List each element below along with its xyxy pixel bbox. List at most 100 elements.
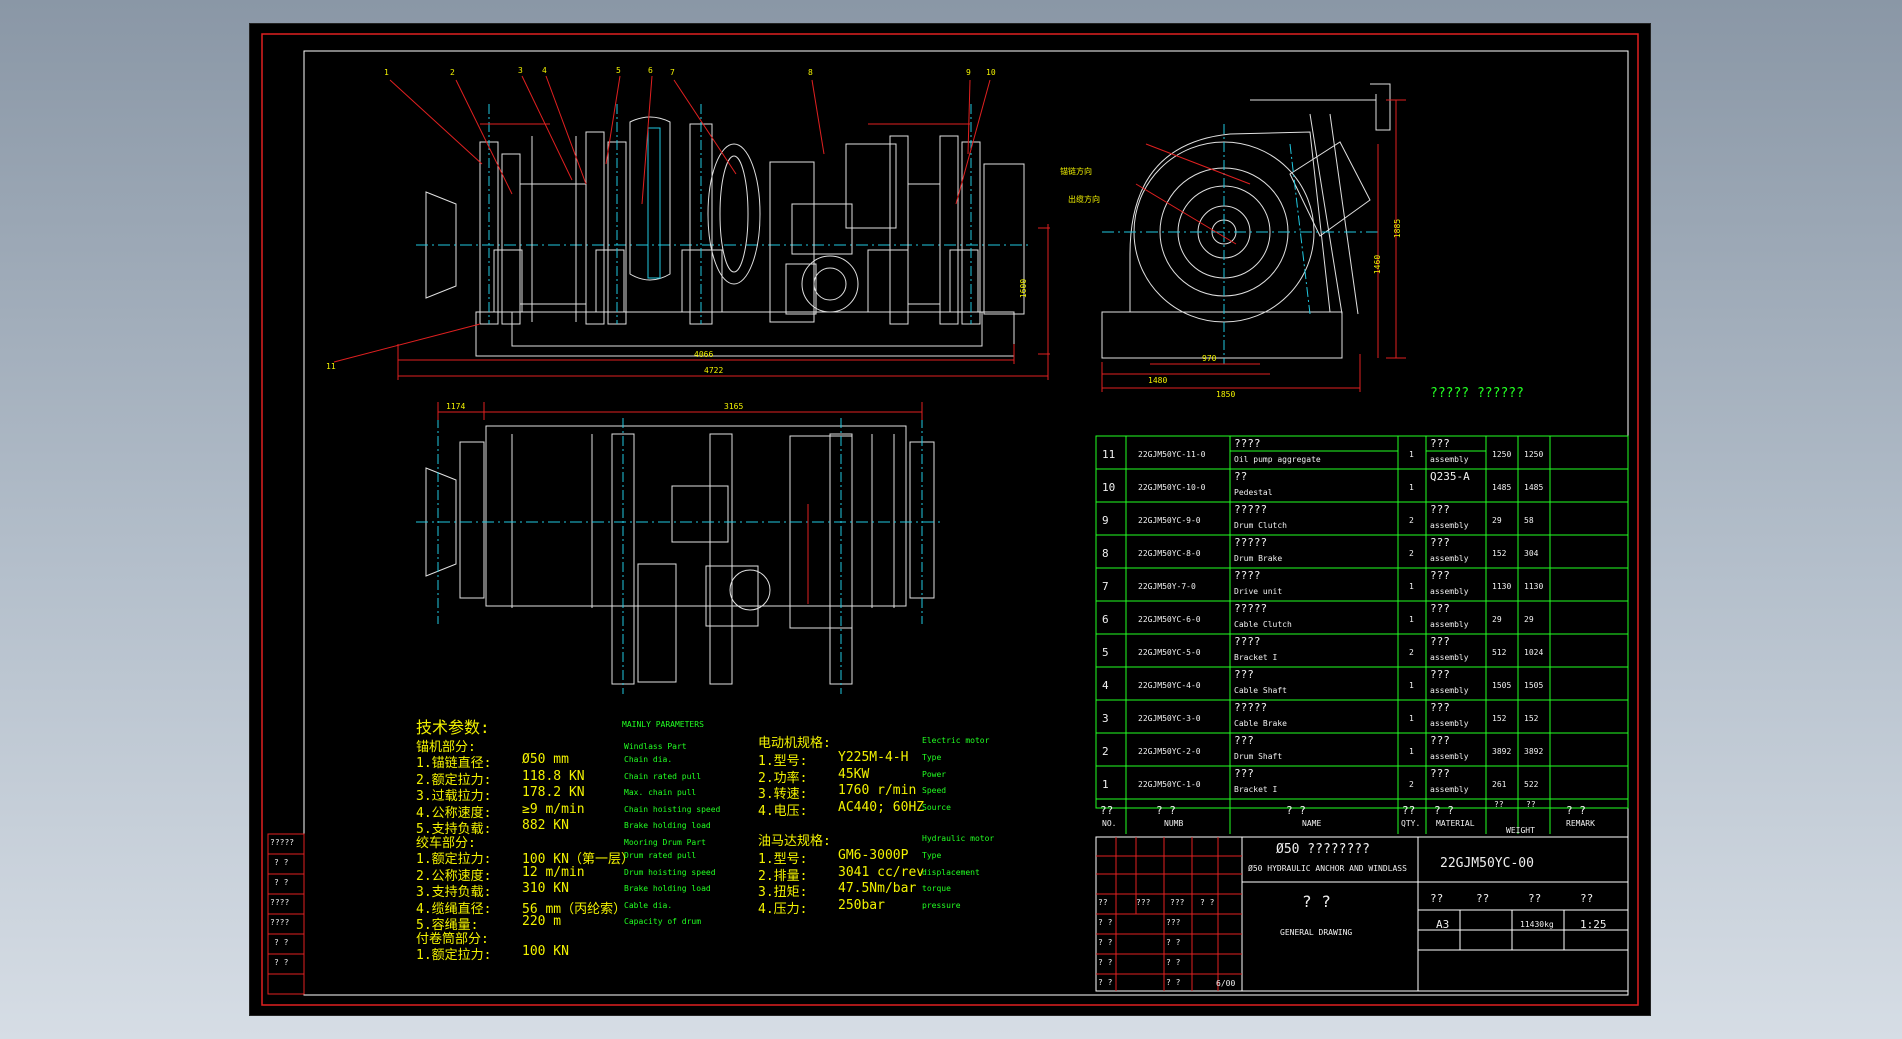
stamp-label: ? ? xyxy=(274,938,289,947)
spec-value: AC440; 60HZ xyxy=(838,799,925,815)
bom-row-total-weight: 304 xyxy=(1524,549,1539,558)
approval-label: ?? xyxy=(1098,898,1108,907)
bom-row-name-cn: ??? xyxy=(1234,767,1254,780)
approval-label: ? ? xyxy=(1200,898,1215,907)
spec-value: 3041 cc/rev xyxy=(838,864,925,880)
spec-label: 5.支持负载: xyxy=(416,822,492,837)
bom-row-code: 22GJM50YC-1-0 xyxy=(1138,780,1201,789)
spec-value: 310 KN xyxy=(522,881,569,896)
signoff-label: ? ? xyxy=(1098,918,1113,927)
bom-row-material-cn: ??? xyxy=(1430,569,1450,582)
bom-row-unit-weight: 152 xyxy=(1492,714,1507,723)
bom-row-no: 7 xyxy=(1102,580,1109,593)
bom-row-no: 8 xyxy=(1102,547,1109,560)
bom-row-name-en: Drive unit xyxy=(1234,587,1283,596)
spec-label: 4.电压: xyxy=(758,803,808,819)
spec-label: 1.型号: xyxy=(758,852,808,867)
spec-value: 220 m xyxy=(522,914,562,929)
bom-row-unit-weight: 29 xyxy=(1492,615,1502,624)
bom-row-unit-weight: 1250 xyxy=(1492,450,1512,459)
bom-row-material-cn: ??? xyxy=(1430,668,1450,681)
bom-row-material-en: assembly xyxy=(1430,587,1469,596)
bom-row-unit-weight: 152 xyxy=(1492,549,1507,558)
drawing-scale: 1:25 xyxy=(1580,918,1607,931)
bom-row-total-weight: 58 xyxy=(1524,516,1534,525)
bom-row-no: 3 xyxy=(1102,712,1109,725)
bom-row-code: 22GJM50YC-8-0 xyxy=(1138,549,1201,558)
bom-row-code: 22GJM50Y-7-0 xyxy=(1138,582,1196,591)
balloon-label: 3 xyxy=(518,66,523,75)
bom-row-qty: 2 xyxy=(1409,549,1414,558)
bom-row-qty: 1 xyxy=(1409,714,1414,723)
bom-row-code: 22GJM50YC-6-0 xyxy=(1138,615,1201,624)
bom-row-qty: 2 xyxy=(1409,516,1414,525)
stamp-label: ? ? xyxy=(274,858,289,867)
bom-row-total-weight: 3892 xyxy=(1524,747,1544,756)
bom-row-name-cn: ??? xyxy=(1234,668,1254,681)
bom-row-name-cn: ???? xyxy=(1234,635,1261,648)
bom-header-name-en: NAME xyxy=(1302,819,1322,828)
bom-header-unit: ?? xyxy=(1494,800,1504,809)
bom-row-unit-weight: 29 xyxy=(1492,516,1502,525)
specs-mooring-title: 绞车部分: xyxy=(416,836,476,851)
drawing-title-en: Ø50 HYDRAULIC ANCHOR AND WINDLASS xyxy=(1248,864,1407,873)
balloon-label: 10 xyxy=(986,68,996,77)
dim-plan-w1: 1174 xyxy=(446,402,466,411)
bom-header-total: ?? xyxy=(1526,800,1536,809)
spec-label: 5.容绳量: xyxy=(416,918,479,933)
bom-row-name-cn: ????? xyxy=(1234,503,1268,516)
spec-value: 100 KN（第一层） xyxy=(522,852,634,867)
bom-row-unit-weight: 1505 xyxy=(1492,681,1512,690)
spec-value: 118.8 KN xyxy=(522,768,585,784)
bom-row-material-cn: ??? xyxy=(1430,437,1450,450)
bom-row-name-cn: ???? xyxy=(1234,437,1261,450)
specs-windlass-en: Windlass Part xyxy=(624,742,687,751)
bom-row-no: 11 xyxy=(1102,448,1116,461)
drawing-header-label: ????? ?????? xyxy=(1430,386,1524,401)
specs-spare-title: 付卷筒部分: xyxy=(416,932,489,947)
bom-row-no: 5 xyxy=(1102,646,1109,659)
bom-row-material-cn: ??? xyxy=(1430,503,1450,516)
bom-row-material-en: assembly xyxy=(1430,521,1469,530)
signoff-label: ? ? xyxy=(1166,978,1181,987)
bom-row-total-weight: 1505 xyxy=(1524,681,1544,690)
spec-value: GM6-3000P xyxy=(838,848,909,863)
balloon-label: 6 xyxy=(648,66,653,75)
front-elevation xyxy=(333,75,1050,380)
bom-row-material-cn: ??? xyxy=(1430,734,1450,747)
spec-label-en: Chain hoisting speed xyxy=(624,804,721,814)
bom-row-material-cn: ??? xyxy=(1430,635,1450,648)
specs-motor-en: Electric motor xyxy=(922,736,990,745)
balloon-label: 7 xyxy=(670,68,675,77)
bom-row-name-en: Cable Shaft xyxy=(1234,686,1287,695)
balloon-label: 5 xyxy=(616,66,621,75)
signoff-label: ? ? xyxy=(1166,958,1181,967)
specs-motor-title: 电动机规格: xyxy=(758,736,831,751)
dim-side-w3: 970 xyxy=(1202,354,1217,363)
signoff-label: ? ? xyxy=(1098,978,1113,987)
spec-label-en: Speed xyxy=(922,786,947,795)
bom-row-unit-weight: 1485 xyxy=(1492,483,1512,492)
spec-value: 56 mm（丙纶索） xyxy=(522,901,627,917)
signoff-label: ? ? xyxy=(1166,938,1181,947)
bom-row-code: 22GJM50YC-4-0 xyxy=(1138,681,1201,690)
bom-row-material-cn: ??? xyxy=(1430,767,1450,780)
bom-row-code: 22GJM50YC-2-0 xyxy=(1138,747,1201,756)
stamp-label: ? ? xyxy=(274,878,289,887)
spec-label-en: Source xyxy=(922,802,951,812)
spec-label-en: Capacity of drum xyxy=(624,917,702,926)
spec-value: 47.5Nm/bar xyxy=(838,881,917,896)
spec-value: ≥9 m/min xyxy=(522,801,585,817)
bom-row-code: 22GJM50YC-3-0 xyxy=(1138,714,1201,723)
left-stamp-strip xyxy=(267,833,305,995)
spec-label-en: pressure xyxy=(922,900,961,910)
balloon-label: 9 xyxy=(966,68,971,77)
spec-label-en: Type xyxy=(922,753,942,762)
spec-label-en: Brake holding load xyxy=(624,884,711,893)
bom-row-total-weight: 29 xyxy=(1524,615,1534,624)
spec-label: 2.功率: xyxy=(758,770,808,786)
bom-row-no: 1 xyxy=(1102,778,1109,791)
spec-value: Y225M-4-H xyxy=(838,750,909,765)
bom-header-name: ? ? xyxy=(1286,804,1306,817)
bom-header-material-en: MATERIAL xyxy=(1436,819,1475,828)
